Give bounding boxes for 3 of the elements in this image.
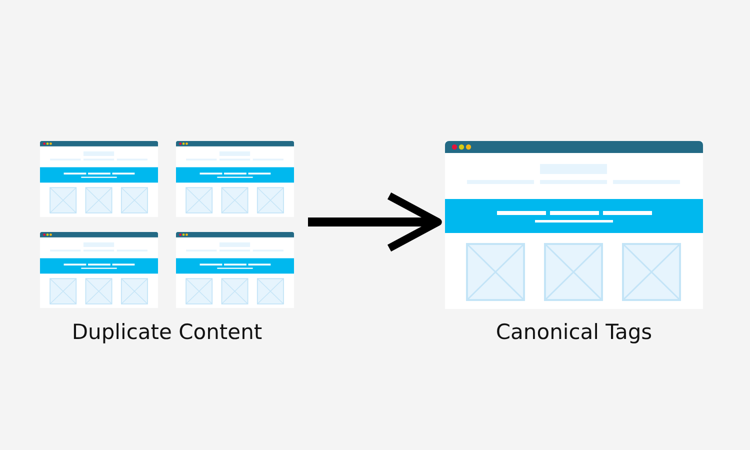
node-label: Canonical Tags (496, 320, 652, 344)
arrow (308, 192, 442, 252)
node-label: Duplicate Content (72, 320, 262, 344)
